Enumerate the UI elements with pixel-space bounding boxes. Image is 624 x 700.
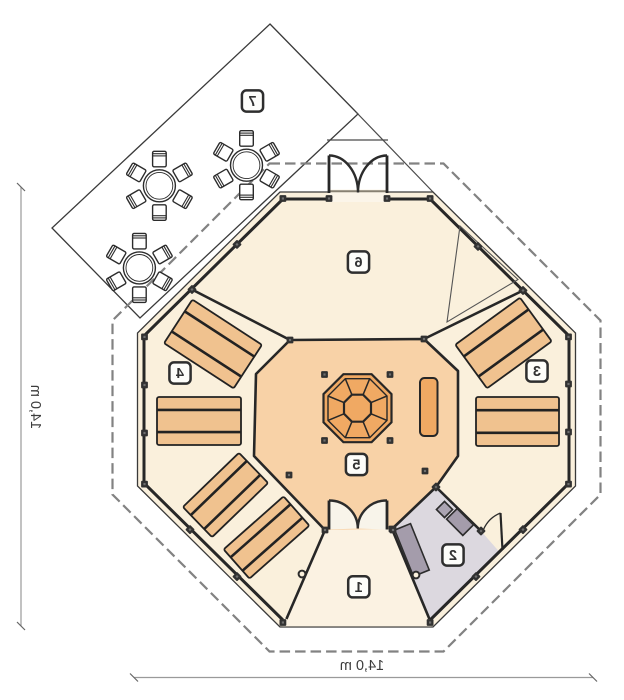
svg-text:7: 7 xyxy=(248,94,256,110)
svg-text:4: 4 xyxy=(176,366,184,382)
svg-text:1: 1 xyxy=(355,580,363,596)
svg-text:14,0 m: 14,0 m xyxy=(27,385,43,429)
svg-text:5: 5 xyxy=(352,458,360,474)
svg-text:6: 6 xyxy=(354,255,362,271)
svg-text:3: 3 xyxy=(533,364,541,380)
svg-text:2: 2 xyxy=(449,548,457,564)
svg-text:14,0 m: 14,0 m xyxy=(340,658,384,674)
